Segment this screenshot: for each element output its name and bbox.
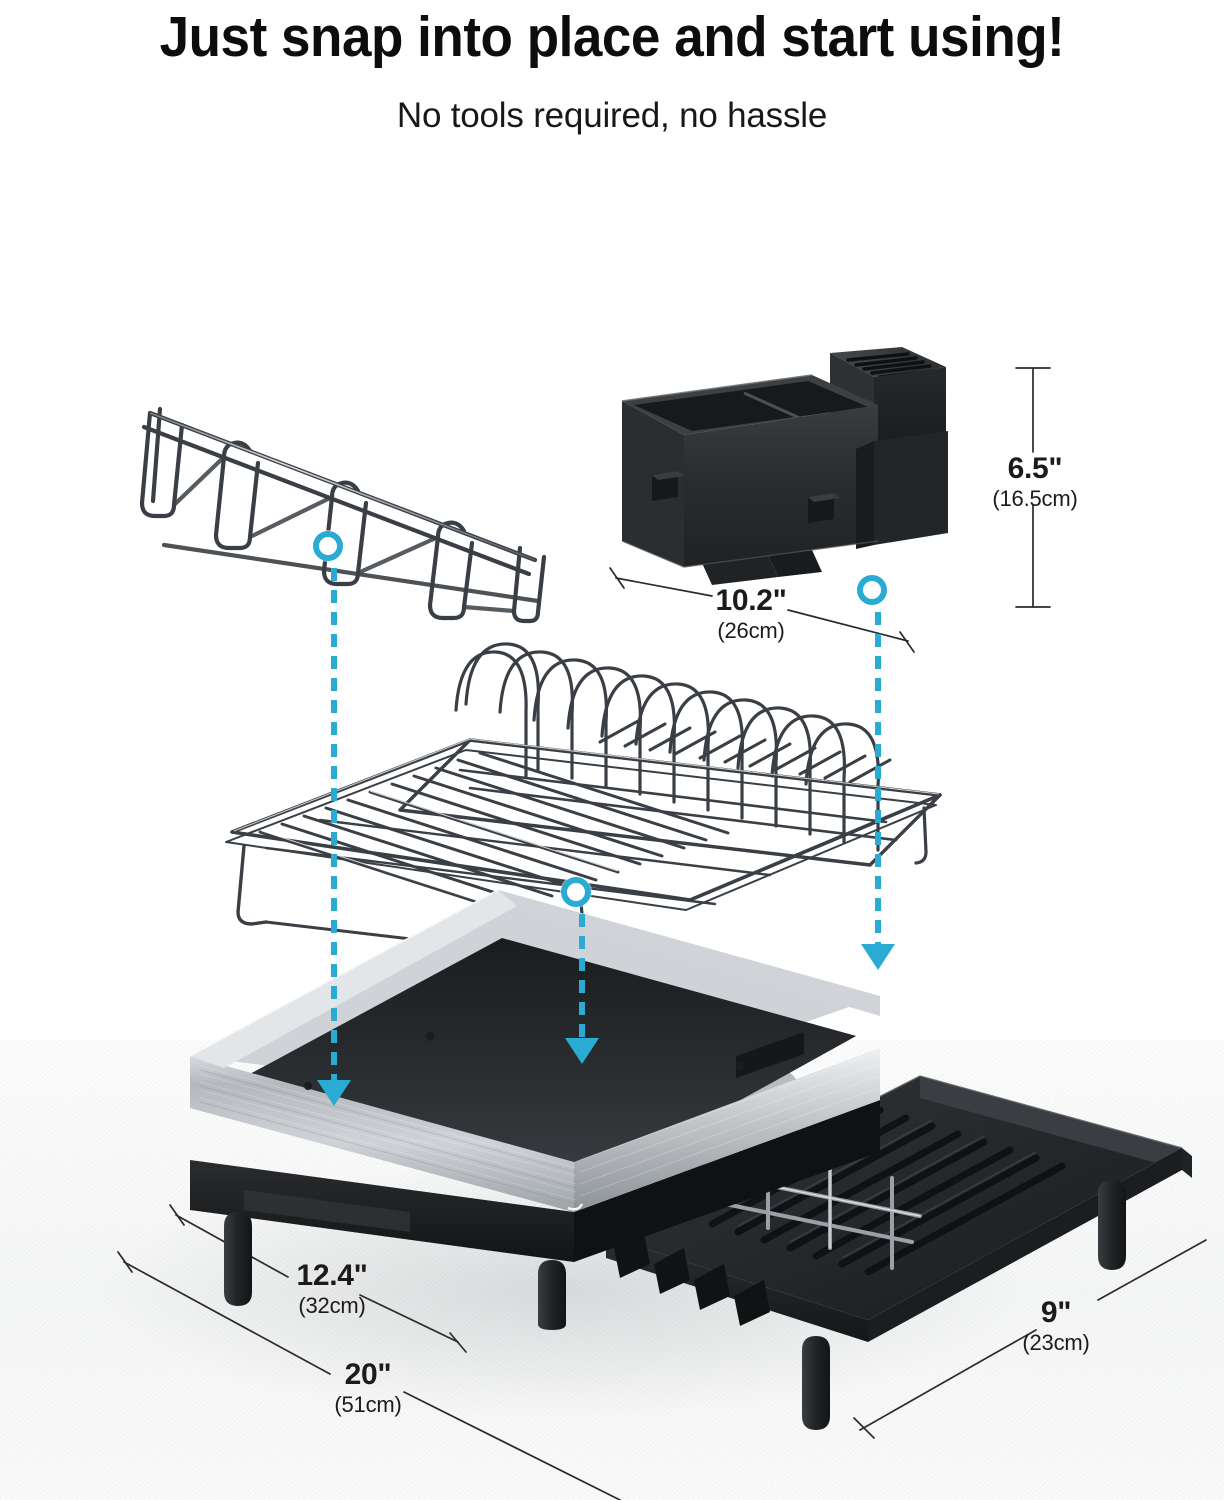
dimension-label-height: 6.5" (16.5cm): [992, 452, 1078, 511]
page-subhead: No tools required, no hassle: [396, 96, 828, 135]
part-utensil-holder: [616, 345, 986, 610]
part-cup-holder: [120, 385, 550, 625]
part-base-tray: [180, 860, 970, 1330]
part-dish-rack: [170, 620, 970, 965]
connector-ring-cup-holder: [313, 531, 343, 561]
connector-arrow-cup-holder: [317, 1080, 351, 1106]
connector-dash-utensil-holder: [875, 612, 881, 952]
part-drainboard: [600, 1020, 1200, 1440]
page-headline: Just snap into place and start using!: [159, 5, 1065, 69]
dimension-label-drainboard: 9" (23cm): [1022, 1296, 1090, 1355]
connector-arrow-dish-rack: [565, 1038, 599, 1064]
connector-ring-dish-rack: [561, 877, 591, 907]
connector-dash-dish-rack: [579, 914, 585, 1046]
connector-arrow-utensil-holder: [861, 944, 895, 970]
connector-ring-utensil-holder: [857, 575, 887, 605]
dimension-label-depth: 12.4" (32cm): [296, 1259, 368, 1318]
dimension-label-width: 20" (51cm): [334, 1358, 402, 1417]
dimension-label-holder-width: 10.2" (26cm): [715, 584, 787, 643]
connector-dash-cup-holder: [331, 568, 337, 1093]
